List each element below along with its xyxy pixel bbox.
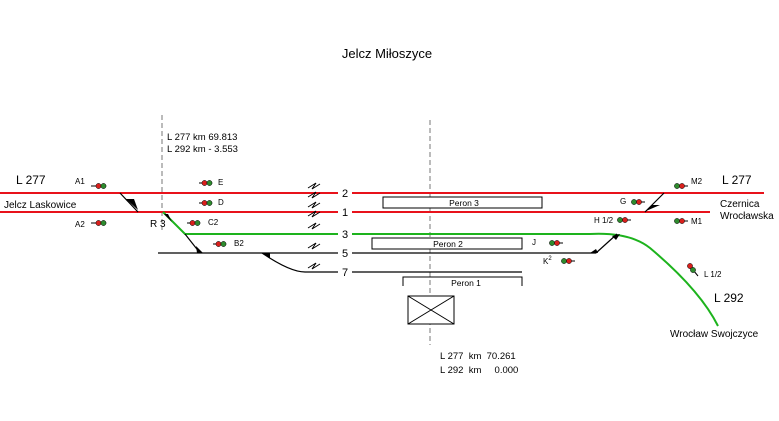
switch-marker-track7 <box>262 253 270 258</box>
km-center-l292: L 292 km 0.000 <box>440 365 518 376</box>
signal-j <box>549 240 563 246</box>
platform-2 <box>371 237 523 250</box>
signal-c2 <box>187 220 201 226</box>
track-label-1: 1 <box>342 207 348 219</box>
destination-branch: Wrocław Swojczyce <box>670 329 759 340</box>
signal-a1 <box>91 183 107 189</box>
break-symbols <box>307 182 321 270</box>
signal-label-g: G <box>620 197 626 206</box>
signal-k <box>561 258 575 264</box>
destination-west: Jelcz Laskowice <box>4 200 77 211</box>
km-center-l277: L 277 km 70.261 <box>440 351 516 362</box>
track-label-2: 2 <box>342 188 348 200</box>
destination-east-1: Czernica <box>720 199 760 210</box>
platform-3-label: Peron 3 <box>449 198 479 208</box>
signal-label-h: H 1/2 <box>594 216 614 225</box>
signal-e <box>199 180 213 186</box>
track-7 <box>261 252 522 273</box>
signal-label-b2: B2 <box>234 239 244 248</box>
track-label-5: 5 <box>342 248 348 260</box>
switch-marker-b2 <box>196 246 203 253</box>
signal-m2 <box>674 183 688 189</box>
signal-label-l: L 1/2 <box>704 270 722 279</box>
signal-label-d: D <box>218 198 224 207</box>
signal-a2 <box>91 220 107 226</box>
crossover-east <box>644 192 665 213</box>
signal-g <box>631 199 645 205</box>
crossover-west <box>119 192 139 213</box>
signal-h <box>617 217 631 223</box>
signal-label-k: K2 <box>543 256 552 266</box>
signal-label-m2: M2 <box>691 177 703 186</box>
signal-d <box>199 200 213 206</box>
signal-label-a1: A1 <box>75 177 85 186</box>
switch-marker-r3 <box>164 214 172 222</box>
line-label-east: L 277 <box>722 173 752 187</box>
platform-1-label: Peron 1 <box>451 278 481 288</box>
signal-m1 <box>674 218 688 224</box>
track-label-3: 3 <box>342 229 348 241</box>
line-label-branch: L 292 <box>714 291 744 305</box>
platform-3 <box>382 196 543 209</box>
signal-label-j: J <box>532 238 536 247</box>
km-west-l277: L 277 km 69.813 <box>167 132 237 143</box>
signal-label-e: E <box>218 178 223 187</box>
destination-east-2: Wrocławska <box>720 211 774 222</box>
signal-label-a2: A2 <box>75 220 85 229</box>
track-label-7: 7 <box>342 267 348 279</box>
platform-1 <box>402 276 523 286</box>
page-title: Jelcz Miłoszyce <box>342 46 432 61</box>
signal-label-c2: C2 <box>208 218 219 227</box>
switch-marker-j <box>612 234 620 240</box>
signal-label-m1: M1 <box>691 217 703 226</box>
signal-b2 <box>213 241 227 247</box>
km-west-l292: L 292 km - 3.553 <box>167 144 238 155</box>
platform-2-label: Peron 2 <box>433 239 463 249</box>
station-building <box>407 295 455 325</box>
line-label-west: L 277 <box>16 173 46 187</box>
signal-label-r3: R 3 <box>150 219 166 230</box>
signal-l <box>687 263 699 277</box>
switch-marker-k <box>590 249 598 253</box>
